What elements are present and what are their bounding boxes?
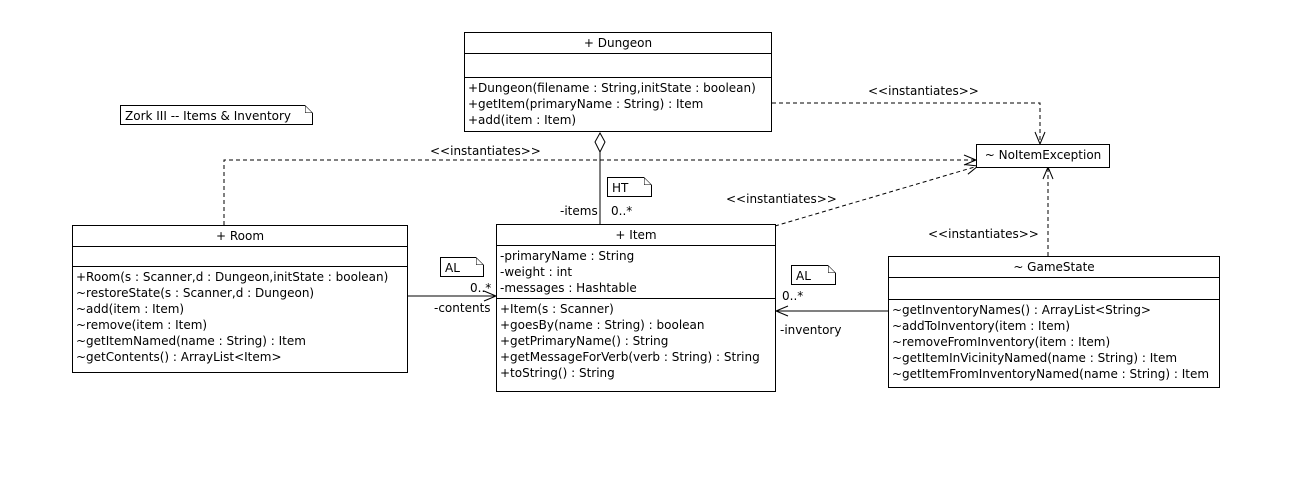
class-item-attributes: -primaryName : String -weight : int -mes…	[497, 246, 775, 299]
note-ht: HT	[607, 177, 652, 197]
label-inventory-multiplicity: 0..*	[782, 289, 804, 303]
operation: ~add(item : Item)	[76, 302, 185, 316]
class-noitemexception-title: ~ NoItemException	[984, 148, 1102, 162]
aggregation-diamond	[594, 131, 606, 154]
operation: ~getItemFromInventoryNamed(name : String…	[892, 367, 1210, 381]
label-inventory-role: -inventory	[780, 323, 842, 337]
operation: ~getItemNamed(name : String) : Item	[76, 334, 306, 348]
operation: +goesBy(name : String) : boolean	[500, 318, 705, 332]
operation: ~addToInventory(item : Item)	[892, 319, 1071, 333]
label-instantiates-room: <<instantiates>>	[430, 144, 541, 158]
label-instantiates-gamestate: <<instantiates>>	[928, 227, 1039, 241]
class-dungeon-attributes	[465, 54, 771, 78]
note-fold-icon	[828, 265, 836, 273]
diagram-title-note: Zork III -- Items & Inventory	[120, 105, 313, 125]
attribute: -primaryName : String	[500, 249, 635, 263]
attribute: -messages : Hashtable	[500, 281, 637, 295]
operation: +Item(s : Scanner)	[500, 302, 614, 316]
diagram-title-text: Zork III -- Items & Inventory	[125, 109, 292, 123]
label-instantiates-dungeon: <<instantiates>>	[868, 84, 979, 98]
class-room-operations: +Room(s : Scanner,d : Dungeon,initState …	[73, 267, 407, 367]
class-gamestate[interactable]: ~ GameState ~getInventoryNames() : Array…	[888, 256, 1220, 388]
class-item-operations: +Item(s : Scanner) +goesBy(name : String…	[497, 299, 775, 383]
class-dungeon-title: + Dungeon	[465, 33, 771, 54]
operation: ~remove(item : Item)	[76, 318, 208, 332]
operation: +getPrimaryName() : String	[500, 334, 669, 348]
operation: ~removeFromInventory(item : Item)	[892, 335, 1111, 349]
operation: ~getContents() : ArrayList<Item>	[76, 350, 282, 364]
class-dungeon[interactable]: + Dungeon +Dungeon(filename : String,ini…	[464, 32, 772, 132]
class-item-title: + Item	[497, 225, 775, 246]
note-al-gamestate-text: AL	[796, 269, 811, 283]
note-al-room: AL	[440, 257, 484, 277]
class-room-title: + Room	[73, 226, 407, 247]
class-dungeon-operations: +Dungeon(filename : String,initState : b…	[465, 78, 771, 130]
class-noitemexception[interactable]: ~ NoItemException	[976, 144, 1110, 168]
operation: +getMessageForVerb(verb : String) : Stri…	[500, 350, 760, 364]
label-contents-role: -contents	[434, 301, 491, 315]
dependency-dungeon-noitemexception	[772, 102, 1040, 144]
note-fold-icon	[644, 177, 652, 185]
label-contents-multiplicity: 0..*	[470, 281, 492, 295]
class-gamestate-title: ~ GameState	[889, 257, 1219, 278]
label-items-role: -items	[560, 204, 598, 218]
operation: ~getItemInVicinityNamed(name : String) :…	[892, 351, 1178, 365]
dependency-room-noitemexception	[223, 160, 976, 225]
note-al-room-text: AL	[445, 261, 460, 275]
operation: ~restoreState(s : Scanner,d : Dungeon)	[76, 286, 315, 300]
note-al-gamestate: AL	[791, 265, 836, 285]
class-gamestate-attributes	[889, 278, 1219, 300]
dependency-item-noitemexception	[774, 166, 978, 227]
label-items-multiplicity: 0..*	[611, 204, 633, 218]
class-item[interactable]: + Item -primaryName : String -weight : i…	[496, 224, 776, 392]
class-gamestate-operations: ~getInventoryNames() : ArrayList<String>…	[889, 300, 1219, 384]
operation: +add(item : Item)	[468, 113, 577, 127]
class-room-attributes	[73, 247, 407, 267]
class-room[interactable]: + Room +Room(s : Scanner,d : Dungeon,ini…	[72, 225, 408, 373]
note-ht-text: HT	[612, 181, 629, 195]
operation: +getItem(primaryName : String) : Item	[468, 97, 704, 111]
operation: +Dungeon(filename : String,initState : b…	[468, 81, 756, 95]
attribute: -weight : int	[500, 265, 573, 279]
operation: +Room(s : Scanner,d : Dungeon,initState …	[76, 270, 389, 284]
label-instantiates-item: <<instantiates>>	[726, 192, 837, 206]
note-fold-icon	[476, 257, 484, 265]
operation: ~getInventoryNames() : ArrayList<String>	[892, 303, 1151, 317]
note-fold-icon	[305, 105, 313, 113]
operation: +toString() : String	[500, 366, 615, 380]
